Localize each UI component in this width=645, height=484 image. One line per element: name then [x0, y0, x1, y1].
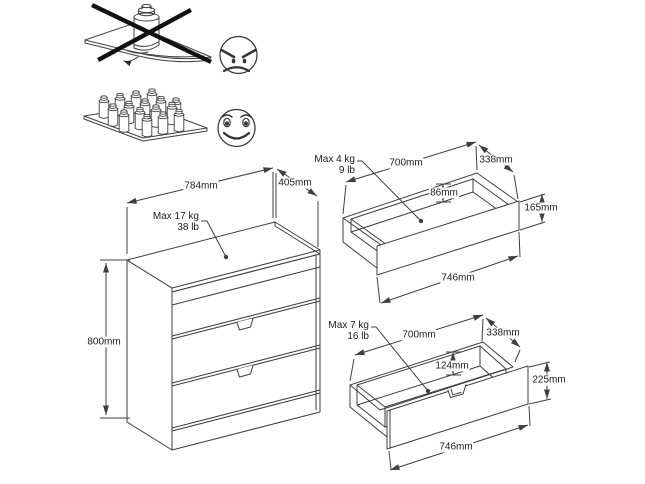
sag-arrow: [123, 56, 139, 67]
dresser-width-label: 784mm: [183, 180, 219, 192]
top-drawer-outer-width-label: 746mm: [440, 272, 476, 284]
max-load-leader: [357, 160, 422, 222]
top-drawer-front-height-label: 165mm: [523, 202, 559, 214]
bottom-drawer-inner-width-label: 700mm: [401, 329, 437, 341]
top-drawer-max-load-lb: 9 lb: [338, 164, 355, 176]
bottom-drawer-front-height-label: 225mm: [531, 374, 567, 386]
dresser-max-load-label: Max 17 kg 38 lb: [151, 211, 200, 233]
top-drawer-max-load-kg: Max 4 kg: [314, 154, 355, 165]
cross-out-x-icon: [91, 3, 212, 64]
dresser-depth-label: 405mm: [277, 177, 313, 189]
bottom-drawer-max-load-label: Max 7 kg 16 lb: [327, 320, 370, 342]
leader-dot: [418, 218, 424, 224]
dresser-max-load-kg: Max 17 kg: [152, 211, 199, 222]
top-drawer-depth-label: 338mm: [478, 154, 514, 166]
angry-face-icon: [219, 35, 258, 75]
bottom-drawer-inner-height-label: 124mm: [434, 360, 470, 372]
bottom-drawer-max-load-lb: 16 lb: [347, 330, 369, 342]
leader-dot: [223, 254, 229, 260]
drawer-handle: [236, 317, 254, 331]
bottom-drawer-max-load-kg: Max 7 kg: [328, 320, 369, 331]
bottom-drawer-depth-label: 338mm: [485, 327, 521, 339]
dresser-front: [171, 253, 321, 451]
evenly-distributed-load-illustration: [83, 88, 208, 142]
dresser-max-load-lb: 38 lb: [177, 221, 199, 233]
bottom-drawer-outer-width-label: 746mm: [438, 441, 474, 453]
dresser-height-label: 800mm: [86, 336, 122, 348]
top-drawer-max-load-label: Max 4 kg 9 lb: [313, 154, 356, 176]
leader-dot: [425, 388, 431, 394]
top-drawer-inner-height-label: 86mm: [429, 187, 459, 199]
dresser-drawing: [126, 221, 321, 451]
bottom-drawer-drawing: [349, 341, 529, 450]
top-drawer-inner-width-label: 700mm: [388, 157, 424, 169]
max-load-leader: [201, 220, 227, 258]
max-load-leader: [371, 326, 429, 392]
happy-face-icon: [217, 108, 256, 148]
dresser-left-side: [126, 259, 173, 451]
drawer-handle: [236, 364, 254, 378]
concentrated-load-crossed-out-illustration: [84, 3, 212, 67]
